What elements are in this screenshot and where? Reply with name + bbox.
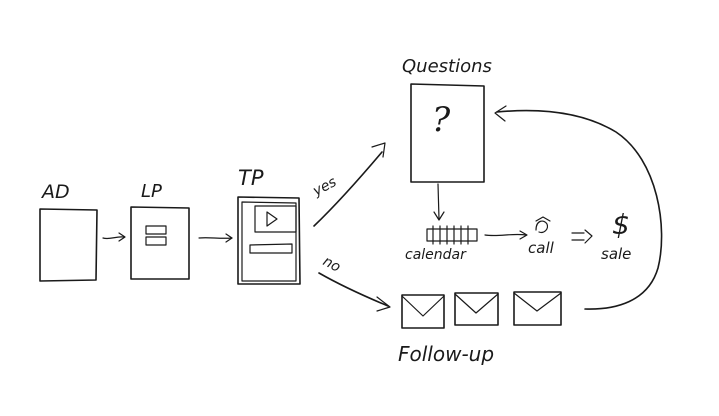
sale-node: $ sale: [601, 208, 631, 263]
lp-label: LP: [141, 181, 162, 202]
ad-box: [39, 208, 98, 282]
tp-button-icon: [249, 243, 293, 254]
phone-icon: [535, 220, 549, 234]
envelope-icon: [513, 291, 562, 326]
tp-node: TP: [237, 166, 301, 285]
ad-label: AD: [40, 181, 70, 203]
lp-box: [130, 206, 190, 280]
questions-label: Questions: [402, 56, 492, 77]
calendar-node: calendar: [405, 225, 478, 263]
arrow-questions-to-calendar: [433, 183, 445, 221]
sale-label: sale: [601, 245, 631, 263]
tp-label: TP: [238, 166, 264, 190]
calendar-icon: [426, 228, 478, 242]
tp-inner-frame: [241, 201, 297, 282]
questions-box: [410, 83, 485, 183]
lp-node: LP: [130, 181, 190, 280]
yes-arrow: [313, 151, 383, 227]
yes-branch: yes: [309, 142, 386, 227]
calendar-label: calendar: [405, 247, 467, 263]
no-label: no: [320, 253, 343, 275]
no-arrow: [318, 272, 389, 307]
yes-label: yes: [309, 174, 339, 200]
no-branch: no: [318, 253, 391, 312]
followup-label: Follow-up: [398, 342, 494, 366]
play-icon: [266, 211, 278, 227]
tp-video-frame: [254, 205, 297, 233]
call-label: call: [528, 239, 555, 257]
call-node: call: [528, 216, 555, 257]
question-mark-label: ?: [432, 100, 451, 140]
dollar-icon: $: [612, 208, 630, 241]
lp-form-field-icon: [145, 236, 167, 246]
arrow-lp-to-tp: [198, 233, 233, 243]
questions-node: Questions ?: [402, 56, 492, 183]
lp-form-field-icon: [145, 225, 167, 235]
tp-box: [237, 196, 301, 285]
arrow-call-to-sale: [571, 229, 593, 244]
ad-node: AD: [39, 181, 98, 282]
arrow-calendar-to-call: [484, 230, 528, 240]
loop-back-arrow: [494, 105, 663, 310]
arrow-ad-to-lp: [102, 232, 126, 242]
envelope-icon: [454, 292, 499, 326]
envelope-icon: [401, 294, 445, 329]
followup-node: Follow-up: [398, 291, 562, 366]
